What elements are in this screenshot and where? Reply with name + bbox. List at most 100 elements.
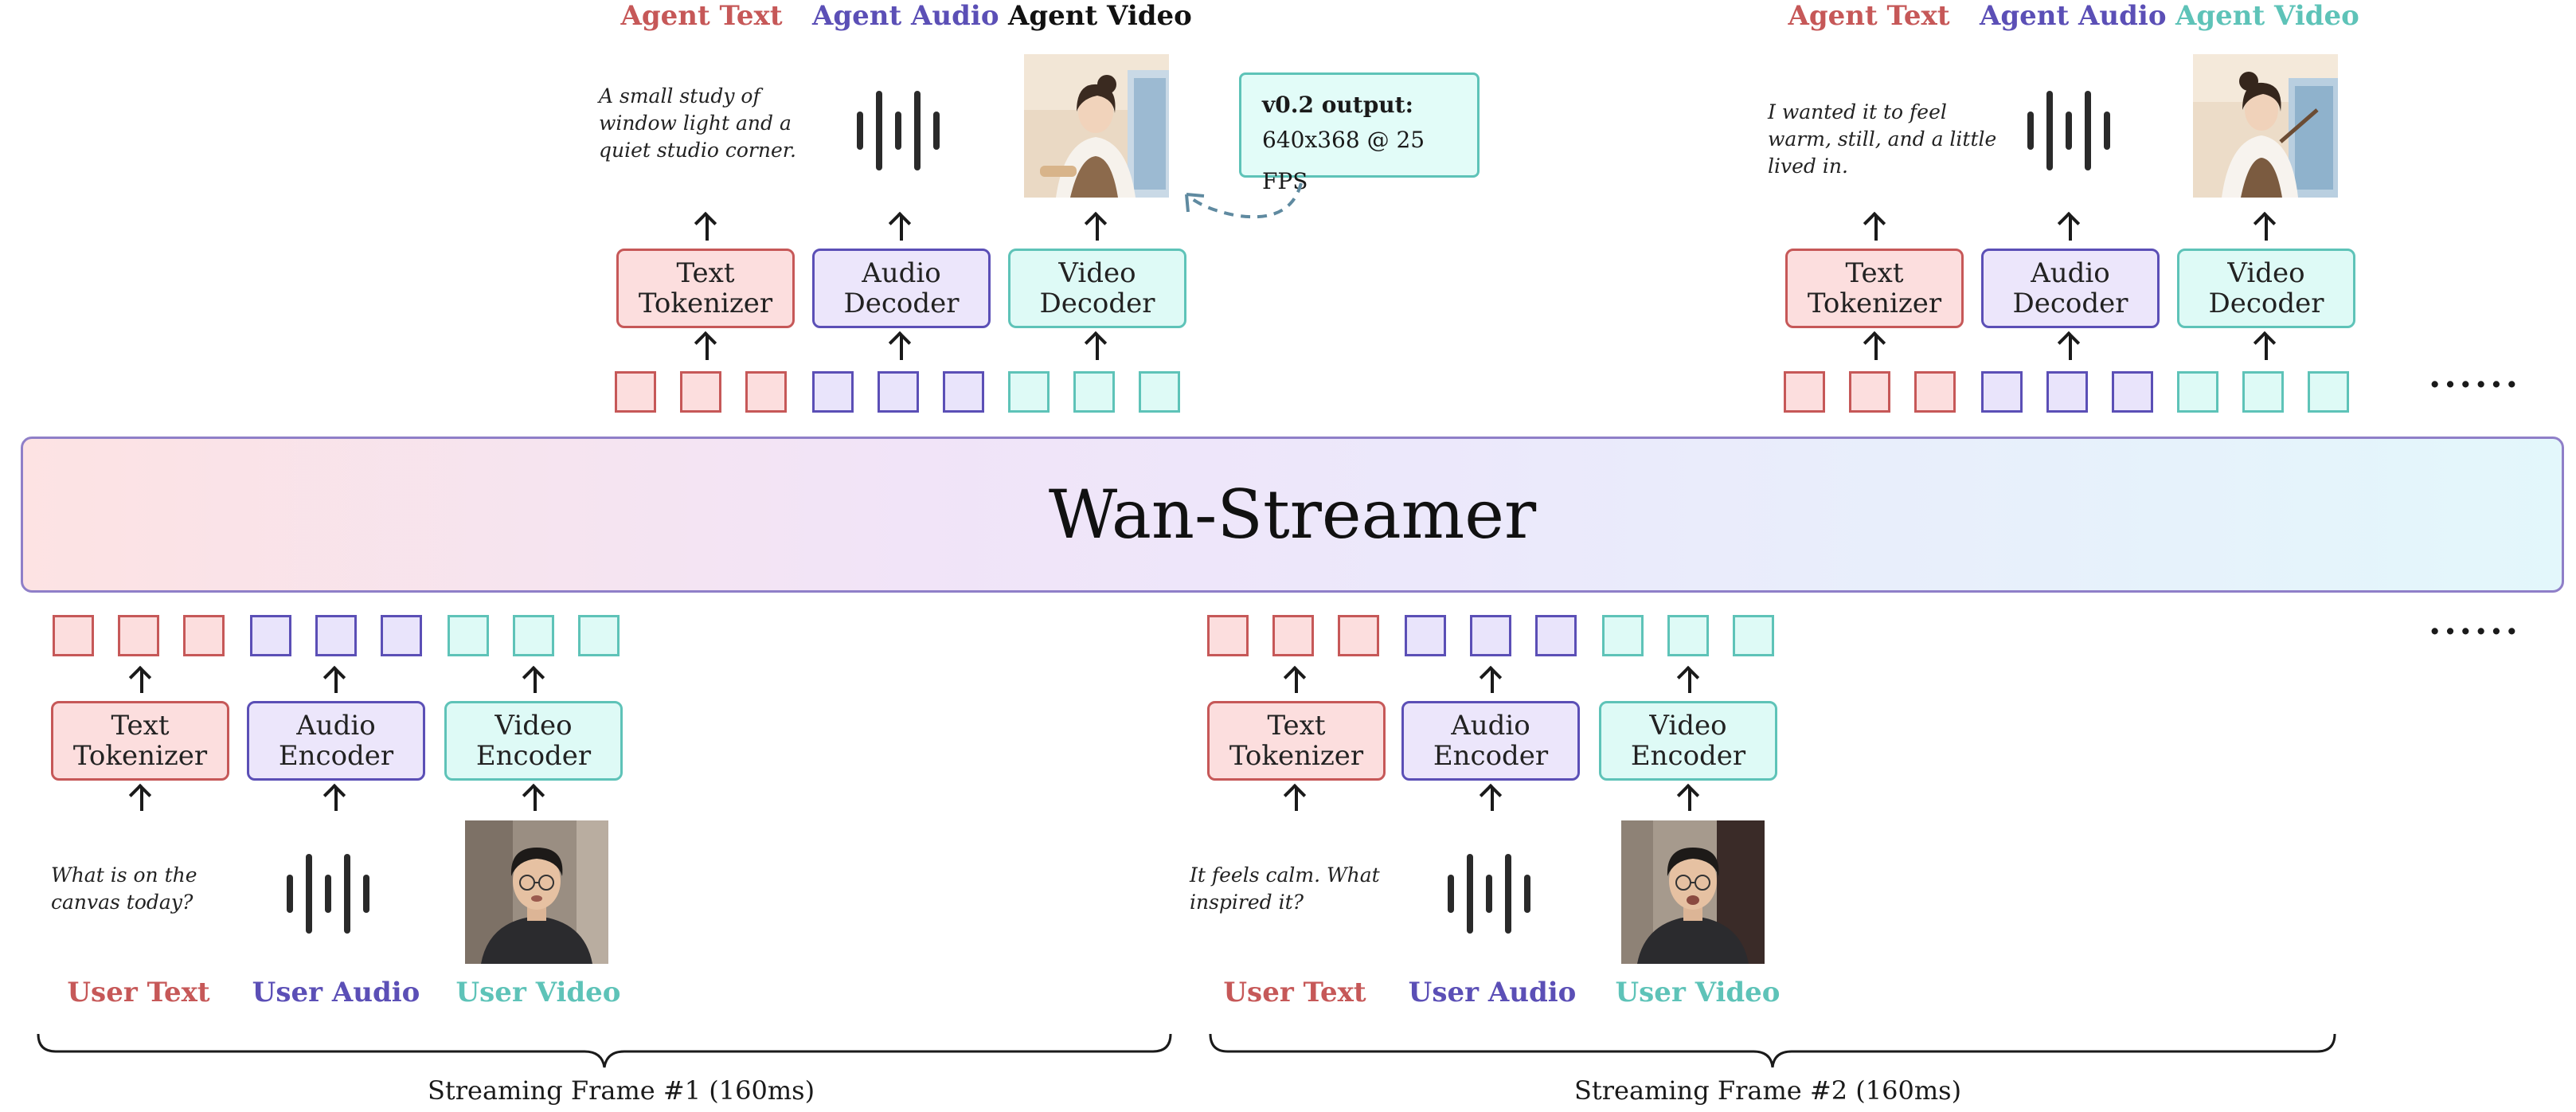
user-video-label: User Video xyxy=(1615,977,1781,1008)
agent-audio-token xyxy=(1981,371,2023,413)
user-audio-token xyxy=(315,615,357,656)
user-video-token xyxy=(1667,615,1709,656)
arrow-up-icon xyxy=(334,787,338,811)
arrow-up-icon xyxy=(706,335,709,360)
user-audio-label: User Audio xyxy=(1408,977,1577,1008)
wan-streamer-model: Wan-Streamer xyxy=(21,437,2564,593)
arrow-up-icon xyxy=(140,669,143,693)
frame-1-brace xyxy=(37,1033,1172,1068)
frame-2-brace xyxy=(1209,1033,2336,1068)
agent-text-token xyxy=(1914,371,1956,413)
user-text-token xyxy=(118,615,159,656)
agent-text-tokenizer: Text Tokenizer xyxy=(616,249,795,328)
user-text-tokenizer: Text Tokenizer xyxy=(51,701,229,781)
user-text-quote: What is on the canvas today? xyxy=(51,863,197,914)
user-text-token xyxy=(1207,615,1249,656)
agent-audio-token xyxy=(2046,371,2088,413)
user-video-thumbnail xyxy=(1621,820,1765,964)
arrow-up-icon xyxy=(900,215,903,241)
user-video-token xyxy=(578,615,620,656)
user-text-tokenizer: Text Tokenizer xyxy=(1207,701,1386,781)
agent-video-token xyxy=(2177,371,2218,413)
agent-audio-waveform-icon xyxy=(857,91,952,170)
user-audio-encoder: Audio Encoder xyxy=(247,701,425,781)
continuation-ellipsis: ...... xyxy=(2429,355,2521,396)
user-video-encoder: Video Encoder xyxy=(1599,701,1777,781)
arrow-up-icon xyxy=(1491,787,1494,811)
user-audio-waveform-icon xyxy=(287,854,382,934)
agent-audio-decoder: Audio Decoder xyxy=(812,249,991,328)
arrow-up-icon xyxy=(2069,335,2072,360)
user-video-encoder: Video Encoder xyxy=(444,701,623,781)
user-audio-token xyxy=(381,615,422,656)
arrow-up-icon xyxy=(534,787,537,811)
arrow-up-icon xyxy=(1096,215,1099,241)
agent-text-label: Agent Text xyxy=(620,0,783,32)
agent-text-quote: A small study of window light and a quie… xyxy=(599,84,796,162)
arrow-up-icon xyxy=(1688,787,1691,811)
agent-video-token xyxy=(1008,371,1050,413)
agent-video-label: Agent Video xyxy=(1008,0,1192,32)
user-video-token xyxy=(1733,615,1774,656)
agent-video-decoder: Video Decoder xyxy=(1008,249,1186,328)
agent-text-token xyxy=(1849,371,1890,413)
user-video-token xyxy=(1602,615,1644,656)
agent-text-tokenizer: Text Tokenizer xyxy=(1785,249,1964,328)
user-audio-label: User Audio xyxy=(252,977,420,1008)
user-audio-token xyxy=(1470,615,1511,656)
agent-text-token xyxy=(745,371,787,413)
agent-audio-token xyxy=(943,371,984,413)
model-title: Wan-Streamer xyxy=(1048,476,1537,554)
agent-video-token xyxy=(2242,371,2284,413)
agent-audio-decoder: Audio Decoder xyxy=(1981,249,2160,328)
user-text-token xyxy=(1338,615,1379,656)
agent-text-label: Agent Text xyxy=(1788,0,1950,32)
agent-audio-token xyxy=(878,371,919,413)
arrow-up-icon xyxy=(2265,335,2268,360)
user-audio-token xyxy=(250,615,291,656)
agent-text-token xyxy=(1784,371,1825,413)
user-text-token xyxy=(1272,615,1314,656)
user-text-label: User Text xyxy=(67,977,210,1008)
arrow-up-icon xyxy=(334,669,338,693)
callout-heading: v0.2 output: xyxy=(1262,92,1413,118)
callout-pointer-arrow-icon xyxy=(1185,182,1303,219)
frame-1-caption: Streaming Frame #1 (160ms) xyxy=(427,1075,815,1106)
agent-text-quote: I wanted it to feel warm, still, and a l… xyxy=(1768,100,1997,178)
agent-video-decoder: Video Decoder xyxy=(2177,249,2355,328)
user-video-thumbnail xyxy=(465,820,608,964)
agent-video-thumbnail xyxy=(1024,54,1169,198)
user-audio-token xyxy=(1535,615,1577,656)
arrow-up-icon xyxy=(1295,669,1298,693)
user-audio-waveform-icon xyxy=(1448,854,1543,934)
agent-audio-waveform-icon xyxy=(2027,91,2123,170)
user-text-token xyxy=(53,615,94,656)
user-video-label: User Video xyxy=(455,977,621,1008)
frame-2-caption: Streaming Frame #2 (160ms) xyxy=(1573,1075,1962,1106)
arrow-up-icon xyxy=(2069,215,2072,241)
agent-video-label: Agent Video xyxy=(2175,0,2359,32)
output-spec-callout: v0.2 output: 640x368 @ 25 FPS xyxy=(1239,72,1480,194)
user-text-token xyxy=(183,615,225,656)
agent-video-thumbnail xyxy=(2193,54,2338,198)
continuation-ellipsis: ...... xyxy=(2429,602,2521,643)
user-text-label: User Text xyxy=(1223,977,1366,1008)
user-video-token xyxy=(513,615,554,656)
agent-audio-token xyxy=(812,371,854,413)
agent-audio-label: Agent Audio xyxy=(1980,0,2167,32)
arrow-up-icon xyxy=(706,215,709,241)
agent-audio-token xyxy=(2112,371,2153,413)
user-text-quote: It feels calm. What inspired it? xyxy=(1190,863,1380,914)
arrow-up-icon xyxy=(1874,335,1878,360)
user-audio-encoder: Audio Encoder xyxy=(1401,701,1580,781)
agent-video-token xyxy=(1073,371,1115,413)
agent-video-token xyxy=(1139,371,1180,413)
agent-text-token xyxy=(680,371,721,413)
arrow-up-icon xyxy=(1874,215,1878,241)
arrow-up-icon xyxy=(140,787,143,811)
arrow-up-icon xyxy=(2265,215,2268,241)
arrow-up-icon xyxy=(1688,669,1691,693)
user-video-token xyxy=(448,615,489,656)
arrow-up-icon xyxy=(1096,335,1099,360)
user-audio-token xyxy=(1405,615,1446,656)
